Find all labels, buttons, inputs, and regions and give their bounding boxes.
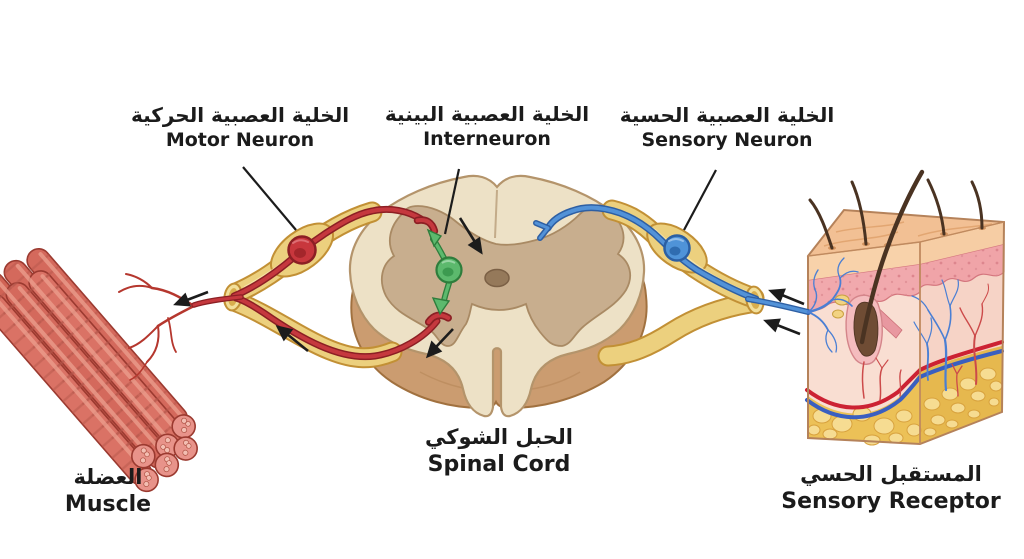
interneuron-soma: [435, 256, 463, 284]
label-sensory-neuron-en: Sensory Neuron: [641, 129, 813, 151]
label-muscle: العضلة Muscle: [65, 464, 151, 520]
central-canal: [484, 268, 510, 288]
interneuron-leader-line: [443, 168, 461, 235]
label-interneuron-en: Interneuron: [423, 128, 551, 150]
label-motor-neuron-en: Motor Neuron: [165, 129, 315, 151]
muscle-illustration: [0, 248, 234, 493]
motor-neuron-soma: [287, 235, 317, 265]
motor-neuron-leader-line: [242, 166, 297, 231]
label-interneuron-ar: الخلية العصبية البينية: [384, 102, 590, 126]
arrow-along-motor-nerve: [275, 325, 309, 353]
label-spinal-cord-ar: الحبل الشوكي: [425, 425, 573, 449]
hairs: [808, 169, 984, 345]
arrow-along-sensory-nerve-2: [763, 318, 801, 336]
skin-vessels: [861, 279, 989, 401]
arrow-into-cord: [458, 217, 483, 255]
motor-neuron-path: [191, 205, 452, 361]
sensory-dendrites-in-skin: [806, 257, 859, 353]
label-motor-neuron-ar: الخلية العصبية الحركية: [130, 103, 350, 127]
arrow-out-of-cord: [425, 328, 454, 359]
interneuron-arrowhead-top: [426, 228, 443, 248]
sensory-neuron-path: [533, 204, 859, 353]
muscle-fiber-end-caps: [131, 414, 198, 493]
arrow-to-muscle: [173, 290, 209, 307]
label-motor-neuron: الخلية العصبية الحركية Motor Neuron: [131, 102, 349, 153]
label-spinal-cord-en: Spinal Cord: [427, 452, 571, 478]
label-sensory-neuron: الخلية العصبية الحسية Sensory Neuron: [620, 102, 834, 153]
sensory-terminal-fork: [533, 220, 551, 241]
spinal-cord-cross-section: [348, 174, 648, 418]
interneuron-cell: [426, 228, 463, 316]
skin-sensory-receptor: [805, 169, 1006, 446]
boundary-vessels: [805, 340, 1004, 420]
sensory-neuron-leader-line: [683, 169, 717, 231]
label-sensory-receptor-ar: المستقبل الحسي: [800, 462, 982, 486]
interneuron-arrowhead-bottom: [431, 297, 451, 316]
label-sensory-neuron-ar: الخلية العصبية الحسية: [619, 103, 835, 127]
label-spinal-cord: الحبل الشوكي Spinal Cord: [425, 424, 573, 480]
leader-lines: [242, 166, 717, 235]
label-interneuron: الخلية العصبية البينية Interneuron: [385, 101, 589, 152]
sensory-neuron-soma: [663, 234, 691, 262]
label-muscle-en: Muscle: [64, 492, 152, 518]
label-muscle-ar: العضلة: [73, 465, 143, 489]
label-sensory-receptor-en: Sensory Receptor: [781, 489, 1001, 515]
direction-arrows: [173, 217, 805, 359]
motor-synaptic-ending-top: [413, 216, 439, 235]
arrow-along-sensory-nerve-1: [768, 288, 805, 306]
label-sensory-receptor: المستقبل الحسي Sensory Receptor: [781, 461, 1001, 517]
motor-synaptic-ending-bottom: [424, 311, 452, 326]
